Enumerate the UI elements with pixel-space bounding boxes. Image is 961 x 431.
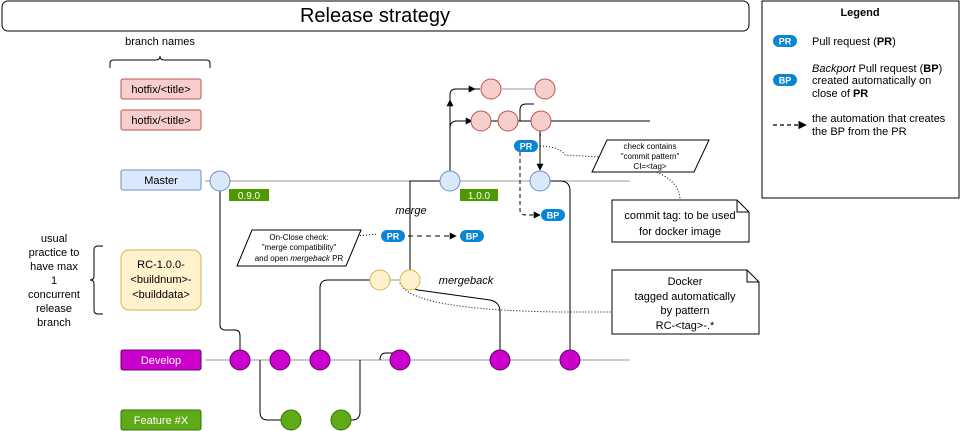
branch-label-develop: Develop	[120, 349, 202, 371]
pr-badge-hotfix: PR	[514, 140, 538, 152]
title-box	[1, 0, 750, 32]
svg-text:BP: BP	[547, 211, 560, 221]
legend: Legend PR Pull request (PR) BP Backport …	[761, 0, 960, 199]
svg-text:1.0.0: 1.0.0	[468, 191, 491, 202]
commit-develop-6	[559, 349, 581, 371]
svg-text:check contains: check contains	[624, 142, 677, 151]
commit-rc-1	[369, 269, 391, 291]
bp-badge-rc: BP	[460, 230, 484, 242]
svg-text:for docker image: for docker image	[639, 226, 721, 238]
commit-hotfix-1	[480, 78, 502, 100]
svg-text:1: 1	[51, 275, 57, 287]
commit-develop-4	[389, 349, 411, 371]
docker-note: Docker tagged automatically by pattern R…	[611, 269, 760, 335]
svg-text:have max: have max	[30, 261, 78, 273]
legend-bp-badge	[773, 74, 797, 86]
commit-master-1	[209, 170, 231, 192]
svg-text:and open mergeback PR: and open mergeback PR	[255, 254, 344, 263]
svg-text:hotfix/<title>: hotfix/<title>	[131, 84, 190, 96]
bp-arrow-1	[519, 152, 541, 219]
mergeback-label: mergeback	[439, 275, 494, 287]
merge-label: merge	[395, 205, 426, 217]
svg-text:commit tag: to be used: commit tag: to be used	[624, 210, 735, 222]
commit-feature-1	[280, 409, 302, 431]
svg-text:PR: PR	[520, 142, 533, 152]
note-connectors	[344, 145, 681, 313]
svg-text:BP: BP	[466, 232, 479, 242]
commit-rc-2	[399, 269, 421, 291]
branch-label-hotfix-2: hotfix/<title>	[120, 109, 202, 131]
svg-text:concurrent: concurrent	[28, 289, 80, 301]
branch-label-rc: RC-1.0.0- <buildnum>- <builddata>	[120, 249, 202, 311]
usual-practice-note: usual practice to have max 1 concurrent …	[28, 233, 80, 329]
commit-hotfix-3	[470, 110, 492, 132]
branch-names-label: branch names	[125, 36, 195, 48]
commit-master-2	[439, 170, 461, 192]
commit-develop-3	[309, 349, 331, 371]
legend-pr-text: Pull request (PR)	[812, 36, 896, 48]
commit-develop-5	[489, 349, 511, 371]
svg-text:usual: usual	[41, 233, 67, 245]
pr-badge-rc: PR	[381, 230, 405, 242]
branch-label-feature: Feature #X	[120, 409, 202, 431]
tag-1-0-0: 1.0.0	[460, 189, 498, 202]
legend-pr-badge-label: PR	[779, 37, 792, 47]
svg-text:RC-<tag>-.*: RC-<tag>-.*	[656, 320, 715, 332]
svg-text:hotfix/<title>: hotfix/<title>	[131, 115, 190, 127]
commit-develop-1	[229, 349, 251, 371]
svg-text:Docker: Docker	[668, 276, 703, 288]
svg-text:CI=<tag>: CI=<tag>	[633, 162, 666, 171]
svg-text:<builddata>: <builddata>	[132, 289, 190, 301]
commit-master-3	[529, 170, 551, 192]
commit-develop-2	[269, 349, 291, 371]
svg-text:release: release	[36, 303, 72, 315]
svg-text:"merge compatibility": "merge compatibility"	[262, 243, 337, 252]
legend-bp-text-2: created automatically on	[812, 75, 931, 87]
svg-text:<buildnum>-: <buildnum>-	[130, 274, 191, 286]
legend-bp-text-3: close of PR	[812, 88, 868, 100]
svg-text:PR: PR	[387, 232, 400, 242]
svg-text:0.9.0: 0.9.0	[238, 191, 261, 202]
svg-text:branch: branch	[37, 317, 71, 329]
legend-arrow-text-2: the BP from the PR	[812, 126, 907, 138]
svg-text:tagged automatically: tagged automatically	[635, 291, 736, 303]
svg-text:Master: Master	[144, 175, 178, 187]
commit-tag-note: commit tag: to be used for docker image	[611, 199, 750, 243]
legend-bp-badge-label: BP	[779, 76, 792, 86]
bp-badge-hotfix: BP	[541, 209, 565, 221]
commit-hotfix-4	[497, 110, 519, 132]
flow-connectors	[219, 88, 571, 421]
legend-bp-text-1: Backport Pull request (BP)	[812, 63, 942, 75]
usual-practice-brace	[89, 245, 103, 315]
svg-text:"commit pattern": "commit pattern"	[621, 152, 680, 161]
branch-names-brace	[109, 55, 211, 68]
branch-label-hotfix-1: hotfix/<title>	[120, 78, 202, 100]
svg-text:On-Close check:: On-Close check:	[269, 233, 328, 242]
on-close-note: On-Close check: "merge compatibility" an…	[236, 229, 362, 267]
check-note: check contains "commit pattern" CI=<tag>	[591, 139, 710, 173]
title-text: Release strategy	[300, 5, 450, 27]
svg-text:Feature #X: Feature #X	[134, 415, 189, 427]
legend-pr-badge	[773, 35, 797, 47]
svg-text:Develop: Develop	[141, 355, 181, 367]
tag-0-9-0: 0.9.0	[229, 189, 269, 202]
svg-text:by pattern: by pattern	[661, 305, 710, 317]
branch-label-master: Master	[120, 169, 202, 191]
commit-feature-2	[330, 409, 352, 431]
svg-text:RC-1.0.0-: RC-1.0.0-	[137, 259, 185, 271]
commit-hotfix-2	[534, 78, 556, 100]
svg-text:practice to: practice to	[29, 247, 80, 259]
legend-title: Legend	[840, 7, 879, 19]
legend-arrow-text-1: the automation that creates	[812, 113, 946, 125]
commit-hotfix-5	[530, 110, 552, 132]
